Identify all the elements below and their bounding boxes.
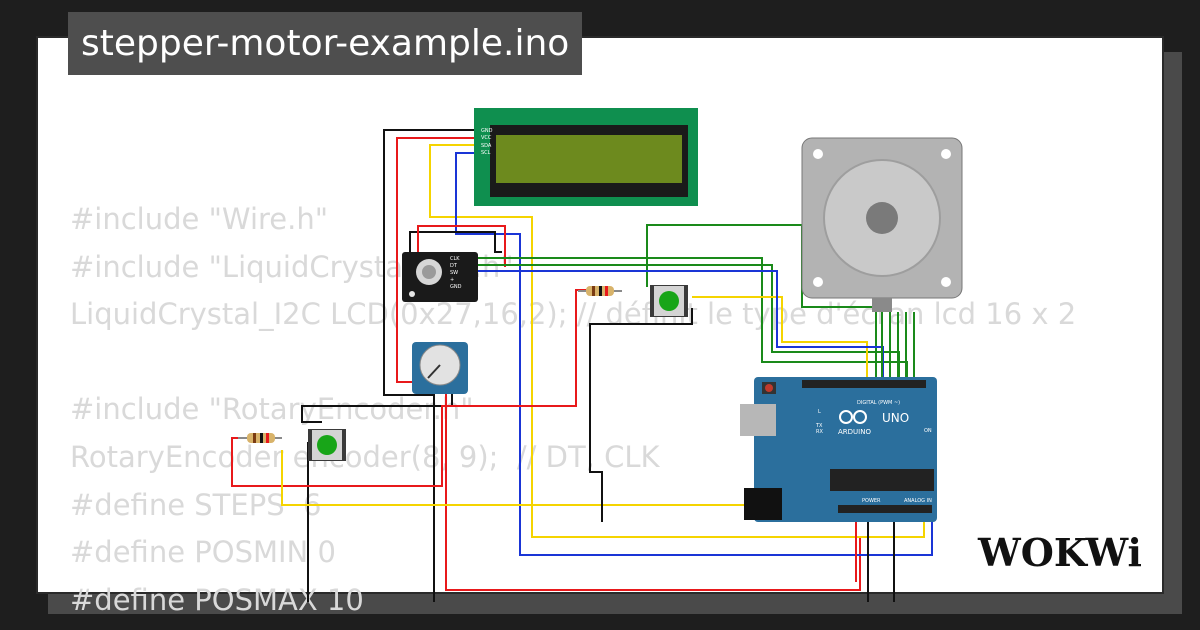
wire-black-gnd: [301, 394, 453, 423]
arduino-model: UNO: [882, 411, 909, 425]
arduino-infinity-logo: [839, 410, 867, 424]
rotary-encoder: CLK DT SW + GND: [402, 252, 478, 302]
code-line: #define STEPS 6: [70, 487, 322, 522]
stepper-motor: [801, 137, 963, 312]
wire-yellow: [429, 144, 925, 538]
resistor-1: [238, 433, 282, 443]
encoder-pin-clk: CLK: [450, 256, 460, 262]
lcd-pin-sda: SDA: [481, 143, 492, 149]
circuit-diagram: GND VCC SDA SCL CLK DT SW + GND: [231, 108, 963, 602]
pushbutton-1: [308, 429, 346, 461]
code-line: #define POSMAX 10: [70, 582, 364, 617]
code-line: #include "RotaryEncoder.h": [70, 392, 474, 427]
arduino-led-l: L: [818, 409, 821, 415]
code-line: LiquidCrystal_I2C LCD(0x27,16,2); // déf…: [70, 297, 1077, 332]
arduino-brand: ARDUINO: [838, 428, 871, 436]
arduino-led-rx: RX: [816, 429, 823, 435]
arduino-analog-label: ANALOG IN: [904, 498, 932, 504]
encoder-pin-plus: +: [450, 277, 454, 283]
potentiometer: [412, 342, 468, 394]
lcd-pin-gnd: GND: [481, 128, 493, 134]
preview-card: #include "Wire.h"#include "LiquidCrystal…: [36, 36, 1164, 617]
code-background: #include "Wire.h"#include "LiquidCrystal…: [70, 196, 1076, 624]
wire-black-b2: [589, 308, 693, 522]
arduino-digital-label: DIGITAL (PWM ~): [857, 400, 900, 406]
wokwi-logo-text: WOKWi: [977, 530, 1142, 575]
resistor-2: [578, 286, 622, 296]
code-line: #define POSMIN 0: [70, 535, 336, 570]
wokwi-logo: WOKWi: [970, 524, 1150, 582]
wire-red-b1: [231, 289, 586, 487]
wire-black: [383, 129, 476, 602]
pushbutton-2: [650, 285, 688, 317]
code-line: #include "Wire.h": [70, 202, 329, 236]
lcd-pin-scl: SCL: [481, 150, 491, 156]
lcd-pin-vcc: VCC: [481, 135, 492, 141]
arduino-uno: DIGITAL (PWM ~) ARDUINO UNO POWER ANALOG…: [740, 377, 937, 522]
lcd-display: GND VCC SDA SCL: [474, 108, 698, 206]
arduino-led-tx: TX: [815, 423, 823, 429]
encoder-pin-sw: SW: [450, 270, 458, 276]
encoder-pin-gnd: GND: [450, 284, 462, 290]
encoder-pin-dt: DT: [450, 263, 458, 269]
wire-yellow-b2: [692, 296, 868, 380]
arduino-power-label: POWER: [862, 498, 881, 504]
arduino-on-label: ON: [924, 428, 932, 434]
page-title: stepper-motor-example.ino: [68, 12, 583, 75]
wire-blue: [455, 152, 933, 556]
